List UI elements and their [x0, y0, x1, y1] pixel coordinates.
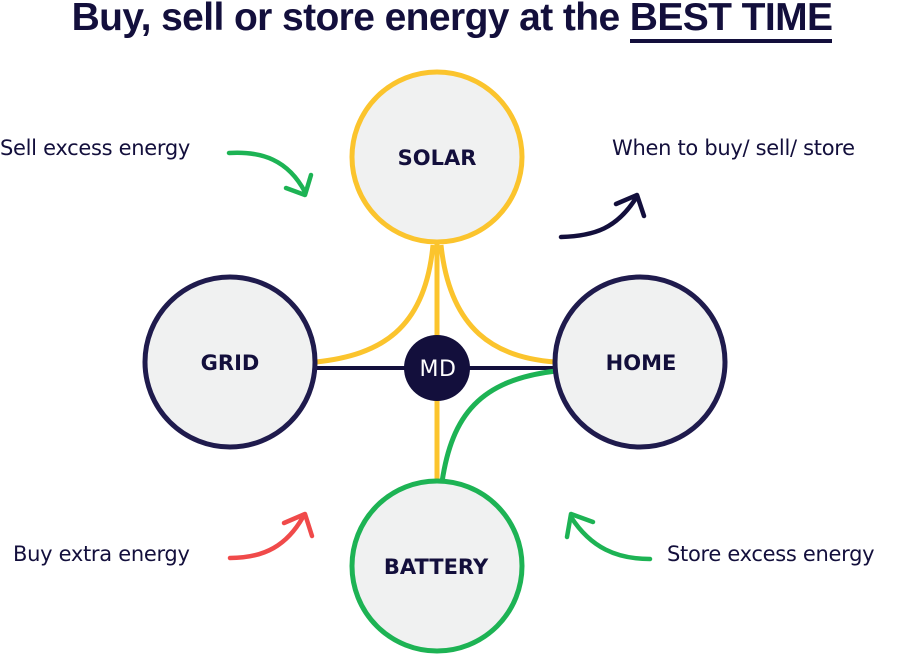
solar-circle [349, 69, 525, 245]
solar-home-curve [438, 244, 557, 365]
grid-circle [142, 274, 318, 450]
node-battery: BATTERY [349, 478, 525, 654]
node-home: HOME [552, 274, 728, 450]
solar-grid-curve [315, 244, 436, 365]
node-hub-md: MD [404, 335, 470, 401]
battery-circle [349, 478, 525, 654]
grid-label: GRID [201, 351, 260, 375]
when-to-buy-sell-store-label: When to buy/ sell/ store [612, 136, 855, 160]
curved-arrow-up-right-icon [558, 192, 647, 240]
curved-arrow-up-left-icon [564, 511, 653, 562]
buy-extra-label: Buy extra energy [13, 542, 190, 566]
md-circle [404, 335, 470, 401]
title-highlight: BEST TIME [629, 0, 833, 43]
sell-excess-label: Sell excess energy [0, 136, 190, 160]
curved-arrow-up-right-icon [227, 511, 315, 561]
store-excess-label: Store excess energy [667, 542, 875, 566]
node-grid: GRID [142, 274, 318, 450]
home-label: HOME [606, 351, 677, 375]
title-prefix: Buy, sell or store energy at the [71, 0, 630, 39]
home-circle [552, 274, 728, 450]
curved-arrow-down-right-icon [226, 150, 314, 198]
md-label: MD [420, 357, 457, 382]
solar-label: SOLAR [398, 146, 477, 170]
battery-label: BATTERY [384, 555, 489, 579]
node-solar: SOLAR [349, 69, 525, 245]
page-title: Buy, sell or store energy at the BEST TI… [0, 0, 904, 43]
battery-home-curve [439, 368, 557, 483]
